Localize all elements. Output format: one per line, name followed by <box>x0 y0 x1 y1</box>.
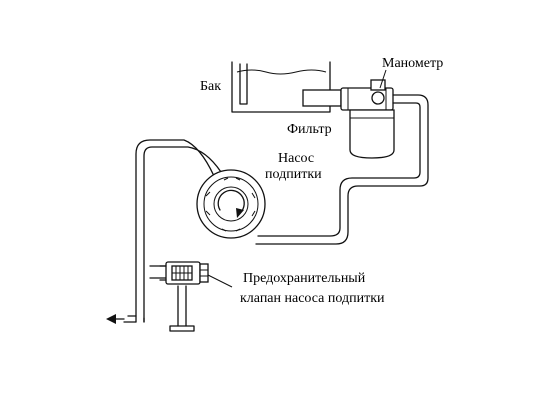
gauge-leader-line <box>379 69 387 89</box>
valve-label-line2: клапан насоса подпитки <box>240 291 385 306</box>
valve-label-line1: Предохранительный <box>243 271 366 286</box>
tank-label: Бак <box>200 79 222 94</box>
tank <box>231 61 331 113</box>
filter-assembly <box>302 79 395 159</box>
pipes <box>106 94 429 332</box>
charge-pump <box>196 169 266 239</box>
relief-valve <box>159 261 209 285</box>
rotation-arrow-icon <box>217 189 245 214</box>
filter-canister <box>349 109 395 159</box>
filter-label: Фильтр <box>287 122 332 137</box>
valve-leader-line <box>207 274 233 288</box>
outlet-arrow-icon <box>106 314 116 324</box>
gauge-label: Манометр <box>382 56 444 71</box>
pump-label-line1: Насос <box>278 151 315 166</box>
gauge-icon <box>371 91 385 105</box>
pump-label-line2: подпитки <box>265 167 322 182</box>
